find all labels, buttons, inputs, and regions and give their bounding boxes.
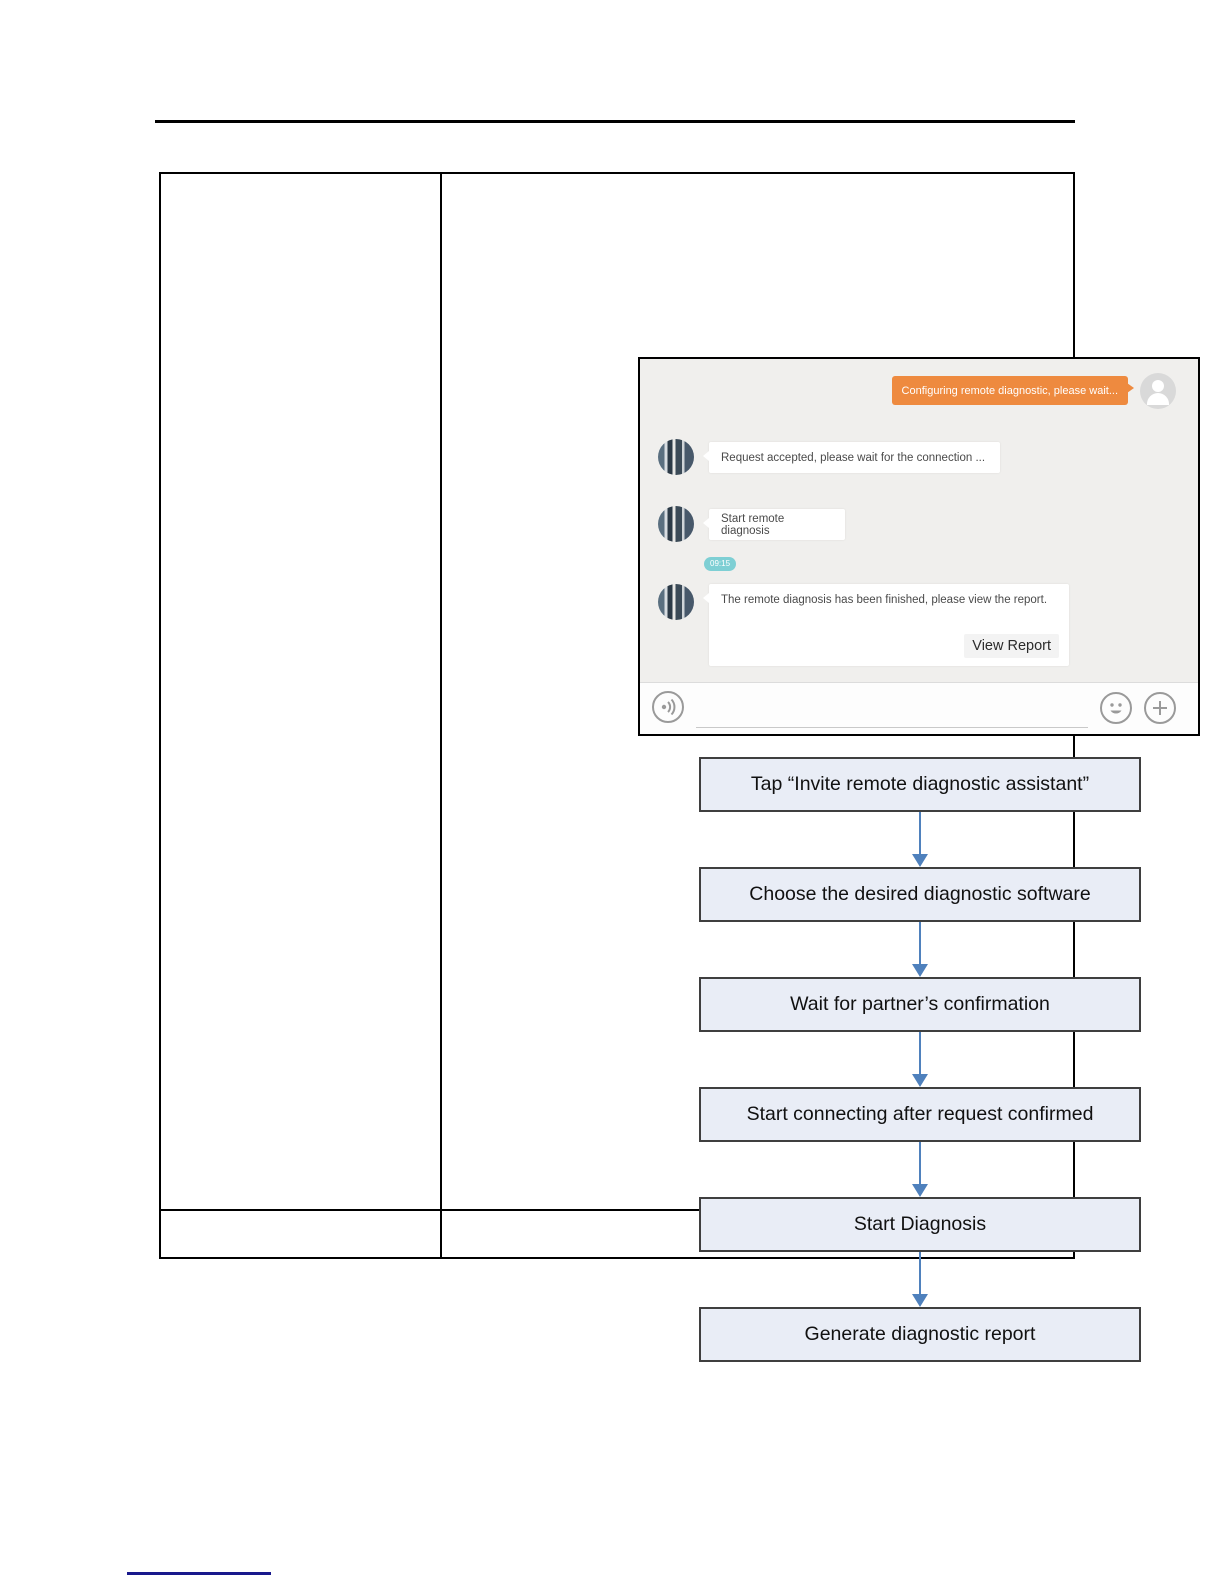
table-cell-bottom-left: [161, 1209, 442, 1257]
incoming-message-text: Start remote diagnosis: [721, 512, 785, 537]
bubble-tail: [1127, 383, 1134, 393]
person-silhouette-icon: [1152, 380, 1164, 392]
outgoing-message-text: Configuring remote diagnostic, please wa…: [901, 384, 1118, 397]
incoming-message-text: Request accepted, please wait for the co…: [721, 451, 986, 464]
view-report-button[interactable]: View Report: [964, 634, 1059, 658]
flow-step: Wait for partner’s confirmation: [699, 977, 1141, 1032]
incoming-message-bubble: Request accepted, please wait for the co…: [703, 442, 1000, 473]
plus-icon[interactable]: [1144, 692, 1176, 724]
smiley-icon[interactable]: [1100, 692, 1132, 724]
chat-input-bar: [640, 682, 1198, 734]
incoming-message-text: The remote diagnosis has been finished, …: [721, 594, 1048, 606]
content-table: Configuring remote diagnostic, please wa…: [159, 172, 1200, 1362]
chat-message-area: Configuring remote diagnostic, please wa…: [640, 359, 1198, 682]
flow-step: Start connecting after request confirmed: [699, 1087, 1141, 1142]
user-avatar: [1140, 373, 1176, 409]
flow-arrow-down: [699, 1032, 1141, 1087]
flow-step: Tap “Invite remote diagnostic assistant”: [699, 757, 1141, 812]
header-rule: [155, 120, 1075, 123]
incoming-message-bubble: Start remote diagnosis: [703, 509, 845, 540]
voice-waves-icon[interactable]: [652, 691, 684, 723]
flow-step: Generate diagnostic report: [699, 1307, 1141, 1362]
flow-step: Choose the desired diagnostic software: [699, 867, 1141, 922]
peer-avatar: [658, 439, 694, 475]
flow-arrow-down: [699, 1142, 1141, 1197]
chat-text-input[interactable]: [696, 727, 1088, 728]
remote-diagnosis-flowchart: Tap “Invite remote diagnostic assistant”…: [699, 757, 1141, 1362]
incoming-message-bubble: The remote diagnosis has been finished, …: [703, 584, 1069, 666]
peer-avatar: [658, 506, 694, 542]
timestamp-chip: 09:15: [704, 557, 737, 571]
flow-arrow-down: [699, 812, 1141, 867]
table-cell-right: Configuring remote diagnostic, please wa…: [442, 174, 1200, 1362]
flow-arrow-down: [699, 1252, 1141, 1307]
flow-arrow-down: [699, 922, 1141, 977]
footnote-rule: [127, 1572, 271, 1575]
chat-screenshot: Configuring remote diagnostic, please wa…: [638, 357, 1200, 736]
outgoing-message-bubble: Configuring remote diagnostic, please wa…: [891, 376, 1134, 405]
table-cell-left: [161, 174, 442, 1209]
peer-avatar: [658, 584, 694, 620]
flow-step: Start Diagnosis: [699, 1197, 1141, 1252]
